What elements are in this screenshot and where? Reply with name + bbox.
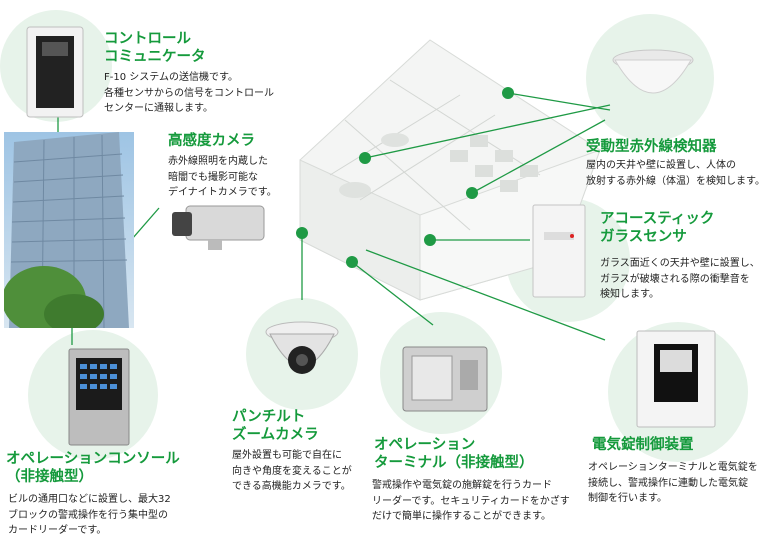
lock-description: オペレーションターミナルと電気錠を 接続し、警戒操作に連動した電気錠 制御を行い… [588,462,758,504]
electric-lock-controller-image [636,330,716,428]
console-title: オペレーションコンソール （非接触型） [6,451,180,485]
office-building-image [4,132,134,328]
ptz-title: パンチルト ズームカメラ [232,409,319,443]
floorplan-shape [299,39,601,301]
ptz-description: 屋外設置も可能で自在に 向きや角度を変えることが できる高機能カメラです。 [232,450,352,492]
pir-title: 受動型赤外線検知器 [586,139,717,155]
glass-dot [424,234,436,246]
lock-title: 電気錠制御装置 [592,437,694,453]
terminal-description: 警戒操作や電気錠の施解錠を行うカード リーダーです。セキュリティカードをかざす … [372,480,570,522]
camera-description: 赤外線照明を内蔵した 暗闇でも撮影可能な デイナイトカメラです。 [168,156,277,198]
operation-terminal-image [402,346,488,412]
terminal-title: オペレーション ターミナル（非接触型） [374,437,534,471]
control-communicator-image [26,26,84,118]
operation-console-image [68,348,130,446]
pir-dot-desk [466,187,478,199]
glass-title: アコースティック ガラスセンサ [600,211,715,245]
controller-description: F-10 システムの送信機です。 各種センサからの信号をコントロール センターに… [104,72,274,114]
glass-description: ガラス面近くの天井や壁に設置し、 ガラスが破壊される際の衝撃音を 検知します。 [600,258,760,300]
camera-title: 高感度カメラ [168,133,255,149]
glass-sensor-image [532,204,586,298]
terminal-dot [346,256,358,268]
controller-title: コントロール コミュニケータ [104,31,206,65]
ptz-dot [296,227,308,239]
high-sensitivity-camera-image [172,205,265,250]
console-description: ビルの通用口などに設置し、最大32 ブロックの警戒操作を行う集中型の カードリー… [8,494,171,536]
pir-dot-room [359,152,371,164]
pir-dot-office [502,87,514,99]
pir-description: 屋内の天井や壁に設置し、人体の 放射する赤外線（体温）を検知します。 [586,160,765,187]
ptz-camera-image [265,321,339,374]
pir-sensor-image [612,49,694,94]
